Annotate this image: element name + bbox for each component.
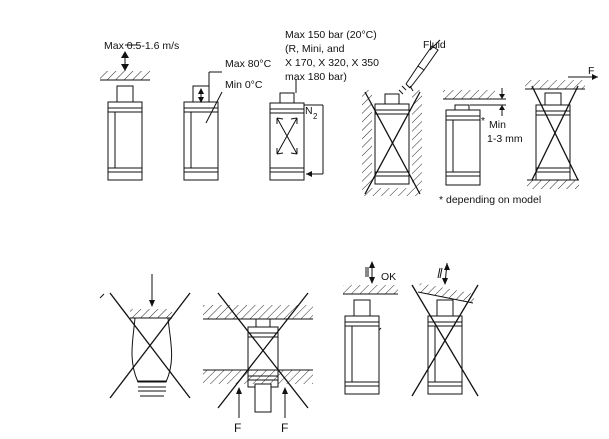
gas-label: N — [305, 105, 313, 117]
pressure-line-4: max 180 bar) — [285, 71, 347, 83]
ok-label: OK — [381, 271, 396, 283]
fig-temperature — [183, 71, 223, 181]
fig-fluid-forbidden — [362, 39, 441, 196]
fig-pressure — [269, 79, 324, 181]
force-top-label: F — [588, 65, 594, 77]
fig-min-gap — [443, 88, 506, 186]
footnote: * depending on model — [439, 194, 541, 206]
speed-label: Max 0.5-1.6 m/s — [104, 40, 179, 52]
fluid-spray — [398, 83, 414, 95]
deformed-body — [131, 317, 173, 383]
min-temp-label: Min 0°C — [225, 79, 263, 91]
gap-label-1: Min — [489, 119, 506, 131]
wall-hatch — [362, 90, 372, 188]
lower-plate — [203, 370, 313, 384]
fig-parallel-ok — [343, 261, 398, 395]
spring-body — [107, 101, 143, 181]
fig-angled-plate-forbidden — [411, 262, 479, 397]
fluid-label: Fluid — [423, 39, 446, 51]
spring-body — [269, 102, 305, 181]
stop-plate — [443, 90, 495, 99]
tilted-plate — [418, 283, 475, 303]
max-temp-label: Max 80°C — [225, 58, 272, 70]
pressure-line-3: X 170, X 320, X 350 — [285, 57, 379, 69]
fig-point-load-forbidden — [99, 274, 191, 399]
fluid-nozzle — [417, 45, 439, 71]
fig-side-force-forbidden — [525, 74, 598, 189]
spring-body — [183, 101, 219, 181]
force-left-label: F — [234, 421, 241, 435]
pressure-line-1: Max 150 bar (20°C) — [285, 29, 377, 41]
piston-rod — [116, 85, 134, 103]
pressure-line-2: (R, Mini, and — [285, 43, 345, 55]
gas-subscript: 2 — [313, 112, 318, 121]
fig-double-clamp-forbidden — [203, 292, 313, 418]
force-right-label: F — [281, 421, 288, 435]
fig-max-speed — [100, 44, 150, 181]
gap-star: * — [481, 115, 485, 127]
piston-rod — [279, 92, 295, 104]
moving-plate — [525, 80, 585, 89]
gap-label-2: 1-3 mm — [487, 133, 523, 145]
impact-plate — [100, 71, 150, 80]
